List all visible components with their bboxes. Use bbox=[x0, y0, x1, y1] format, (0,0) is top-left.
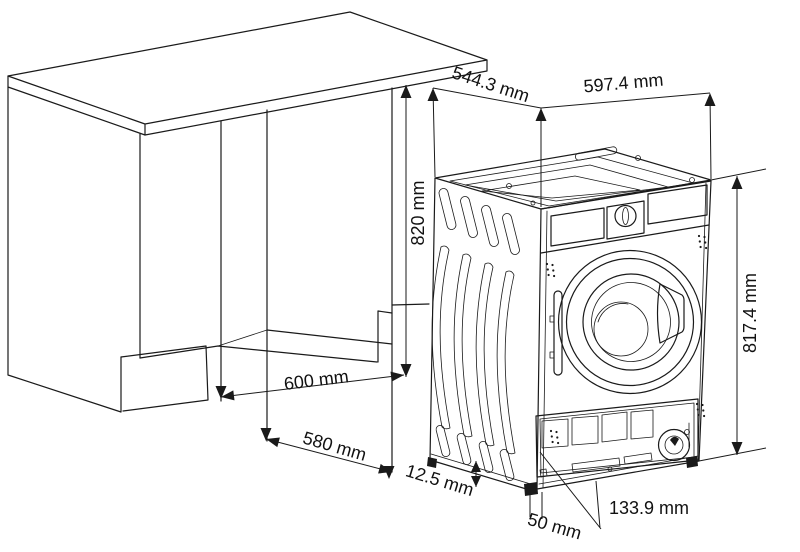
washer-side-panel bbox=[430, 178, 541, 491]
washer-kick-panel bbox=[536, 399, 698, 477]
washing-machine-drawing bbox=[427, 146, 711, 496]
side-vent-slots-bottom bbox=[435, 425, 515, 482]
washer-control-panel bbox=[551, 185, 707, 246]
door-hinge bbox=[554, 291, 562, 375]
washer-front-panel bbox=[537, 181, 711, 489]
dimension-label-appliance-height: 817.4 mm bbox=[740, 273, 760, 353]
drain-hose-slot bbox=[572, 458, 620, 472]
washer-top-face bbox=[435, 146, 711, 209]
top-handle-slot bbox=[575, 146, 618, 161]
dimension-label-niche-height: 820 mm bbox=[408, 180, 428, 245]
cabinet-left-plinth bbox=[121, 346, 208, 411]
dimension-label-base-panel-height: 133.9 mm bbox=[609, 498, 689, 518]
dim-line-lower-depth bbox=[266, 439, 392, 472]
door-handle-recess bbox=[658, 284, 685, 343]
side-ribs bbox=[432, 246, 515, 454]
cabinet-drawing bbox=[8, 12, 487, 472]
leader-base-panel bbox=[540, 452, 601, 529]
washer-door bbox=[559, 251, 702, 394]
side-vent-slots-top bbox=[438, 188, 520, 256]
detergent-drawer-front bbox=[648, 185, 707, 224]
cabinet-right-plinth bbox=[378, 304, 429, 362]
washer-feet bbox=[427, 456, 698, 496]
filter-cap bbox=[659, 430, 690, 461]
display-window bbox=[551, 208, 604, 246]
door-glass bbox=[594, 302, 648, 356]
program-knob bbox=[615, 206, 636, 227]
dim-line-niche-width bbox=[221, 375, 404, 397]
knob-housing bbox=[607, 201, 644, 239]
